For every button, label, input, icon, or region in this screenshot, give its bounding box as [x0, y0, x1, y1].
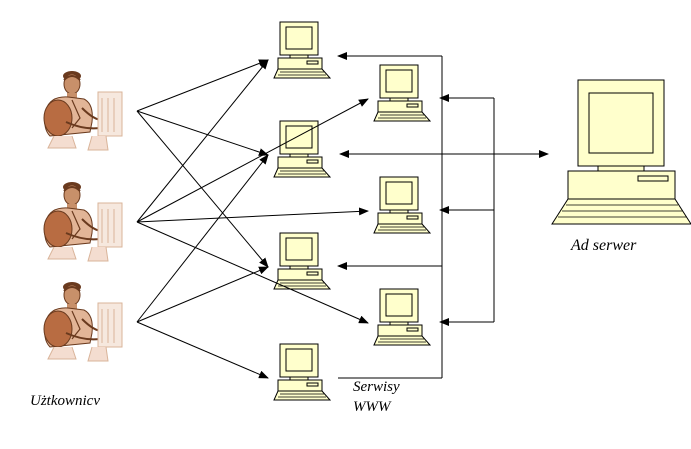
link-user2-website2 [136, 98, 369, 223]
website-7-icon [273, 343, 331, 401]
website-5-icon [273, 232, 331, 290]
website-6-icon [373, 288, 431, 346]
link-user1-website3 [136, 110, 269, 156]
ad-server-label: Ad serwer [571, 237, 637, 254]
ad-server-icon [551, 79, 691, 225]
websites-label: Serwisy WWW [353, 377, 400, 417]
user-links [136, 59, 369, 379]
website-4-icon [373, 176, 431, 234]
ad-server-links [337, 52, 549, 379]
link-user3-website3 [136, 154, 269, 323]
user-2-icon [43, 181, 123, 262]
link-user2-website1 [136, 59, 269, 223]
link-user1-website1 [136, 59, 269, 112]
websites-label-line2: WWW [353, 399, 391, 415]
websites-label-line1: Serwisy [353, 379, 400, 395]
users-label: Użtkownicv [30, 393, 100, 409]
website-1-icon [273, 21, 331, 79]
link-user2-website6 [136, 221, 369, 324]
link-user3-website5 [136, 266, 269, 323]
website-2-icon [373, 64, 431, 122]
user-3-icon [43, 281, 123, 362]
link-user2-website4 [136, 207, 369, 223]
user-1-icon [43, 70, 123, 151]
link-user3-website7 [136, 321, 269, 379]
website-3-icon [273, 120, 331, 178]
link-user1-website5 [136, 110, 269, 268]
